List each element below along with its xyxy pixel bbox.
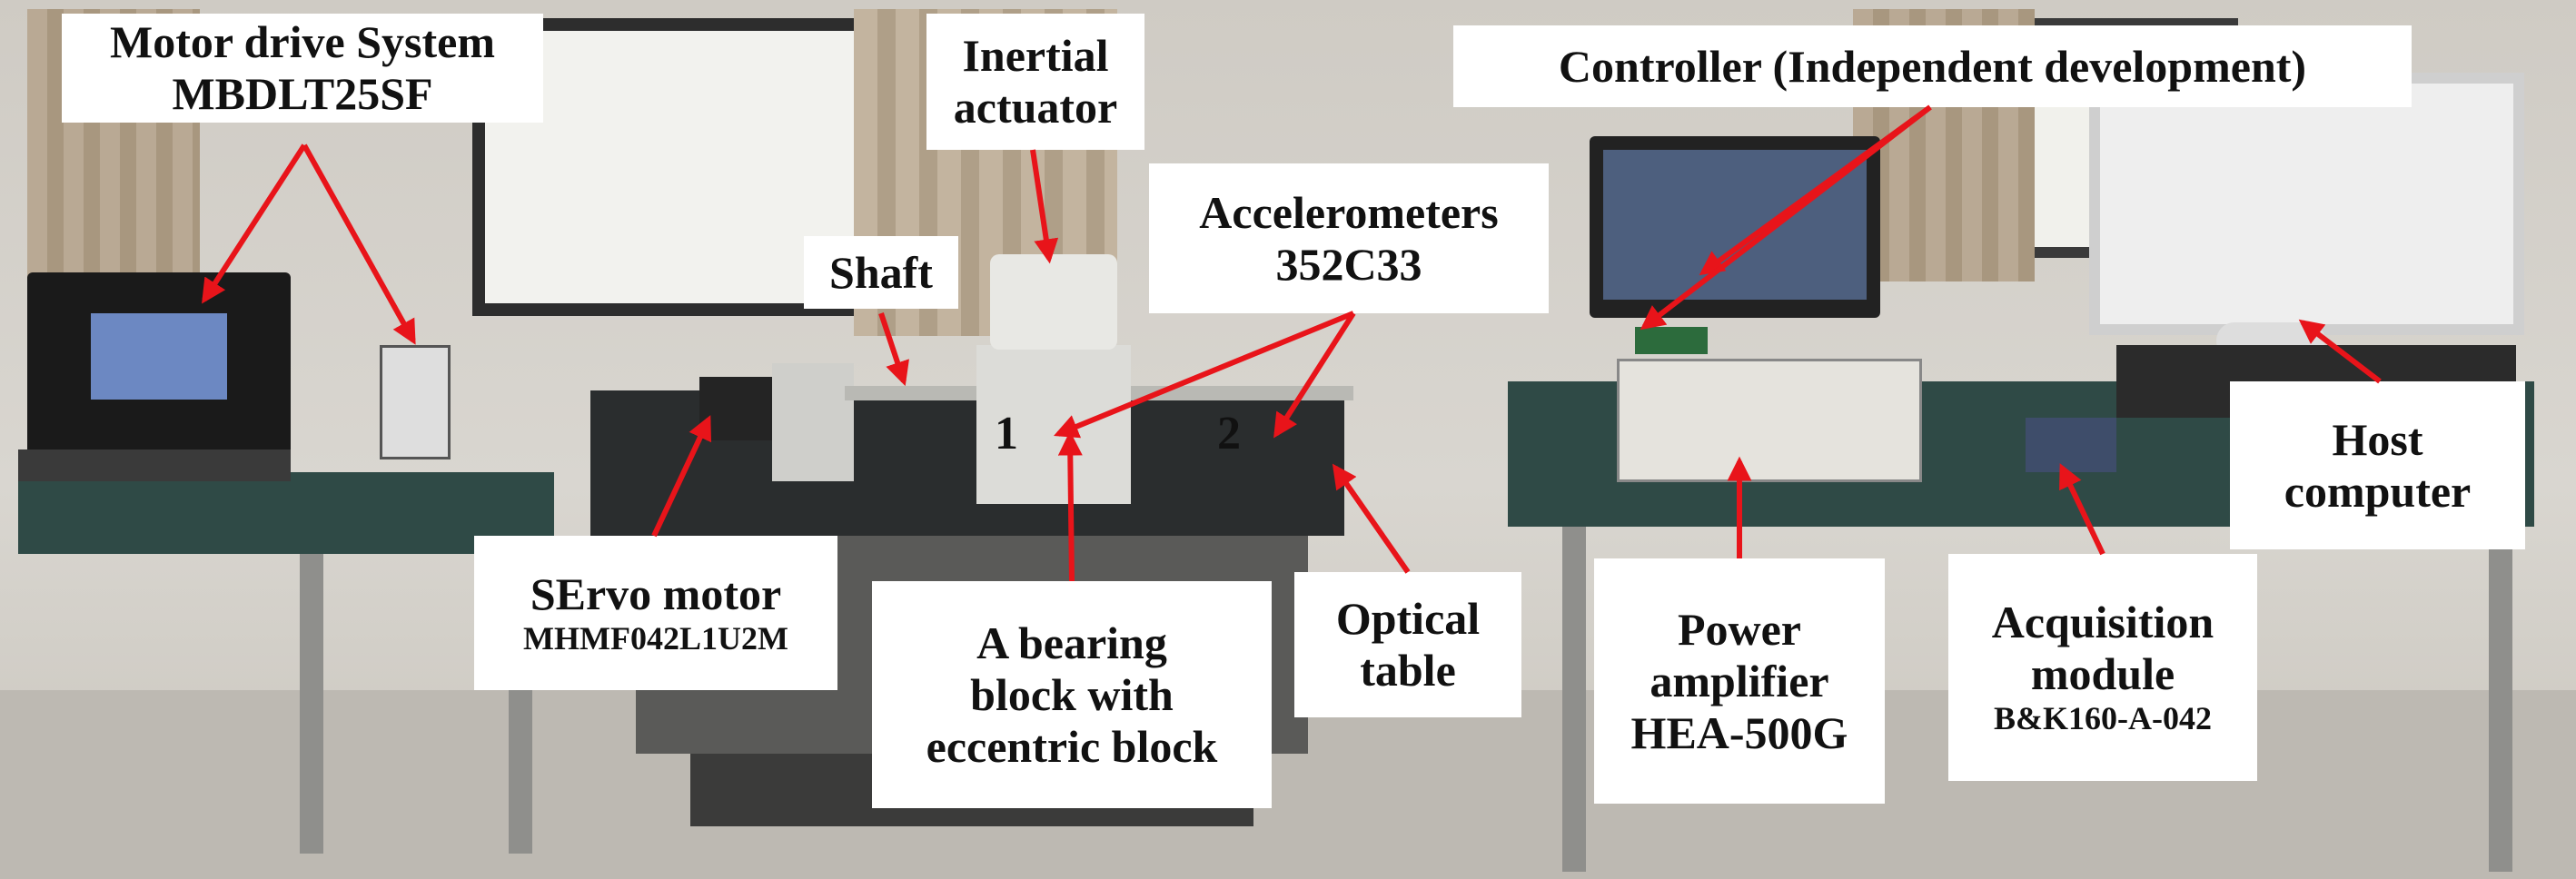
label-optical-table: Optical table <box>1294 572 1521 717</box>
label-bearing-block: A bearing block with eccentric block <box>872 581 1272 808</box>
label-inertial-actuator-line1: Inertial <box>962 30 1109 81</box>
label-inertial-actuator-line2: actuator <box>953 82 1118 133</box>
label-acquisition-module-line2: module <box>2030 648 2175 700</box>
label-shaft-line1: Shaft <box>829 246 933 298</box>
label-optical-table-line1: Optical <box>1335 593 1481 644</box>
motor-drive-unit <box>380 345 451 459</box>
label-power-amplifier-line2: amplifier <box>1650 655 1829 706</box>
servo-motor <box>699 377 772 440</box>
label-shaft: Shaft <box>804 236 958 309</box>
label-accelerometers-line1: Accelerometers <box>1199 186 1499 238</box>
acquisition-module <box>2026 418 2116 472</box>
label-power-amplifier-line3: HEA-500G <box>1630 706 1848 758</box>
label-motor-drive-system-line2: MBDLT25SF <box>172 68 433 119</box>
laptop-left-screen <box>91 313 227 400</box>
label-motor-drive-system-line1: Motor drive System <box>110 16 495 67</box>
inertial-actuator <box>990 254 1117 350</box>
label-host-computer: Host computer <box>2230 381 2525 549</box>
sensor-number-1: 1 <box>995 408 1018 459</box>
label-servo-motor-line2: MHMF042L1U2M <box>523 619 788 657</box>
left-table-top <box>18 472 554 554</box>
power-amplifier <box>1617 359 1922 482</box>
label-motor-drive-system: Motor drive System MBDLT25SF <box>62 14 543 123</box>
label-acquisition-module-line3: B&K160-A-042 <box>1994 700 2212 737</box>
right-table-leg <box>2489 527 2512 872</box>
label-controller-line1: Controller (Independent development) <box>1558 40 2307 92</box>
right-table-leg <box>1562 527 1586 872</box>
label-acquisition-module: Acquisition module B&K160-A-042 <box>1948 554 2257 781</box>
label-host-computer-line1: Host <box>2332 413 2423 465</box>
label-accelerometers-line2: 352C33 <box>1275 238 1422 290</box>
label-bearing-block-line1: A bearing <box>976 617 1167 668</box>
label-power-amplifier-line1: Power <box>1677 603 1802 655</box>
controller-board <box>1635 327 1708 354</box>
label-power-amplifier: Power amplifier HEA-500G <box>1594 558 1885 804</box>
label-bearing-block-line3: eccentric block <box>926 720 1218 772</box>
label-host-computer-line2: computer <box>2284 465 2472 517</box>
sensor-number-2: 2 <box>1217 408 1241 459</box>
label-servo-motor-line1: SErvo motor <box>530 568 782 619</box>
motor-mount <box>772 363 854 481</box>
label-accelerometers: Accelerometers 352C33 <box>1149 163 1549 313</box>
laptop-left-base <box>18 449 291 481</box>
label-servo-motor: SErvo motor MHMF042L1U2M <box>474 536 837 690</box>
label-inertial-actuator: Inertial actuator <box>926 14 1144 150</box>
label-bearing-block-line2: block with <box>970 668 1174 720</box>
left-table-leg <box>300 554 323 854</box>
monitor <box>2089 73 2524 335</box>
laptop-right-screen <box>1603 150 1867 300</box>
label-optical-table-line2: table <box>1360 645 1456 696</box>
label-controller: Controller (Independent development) <box>1453 25 2412 107</box>
label-acquisition-module-line1: Acquisition <box>1991 597 2214 648</box>
